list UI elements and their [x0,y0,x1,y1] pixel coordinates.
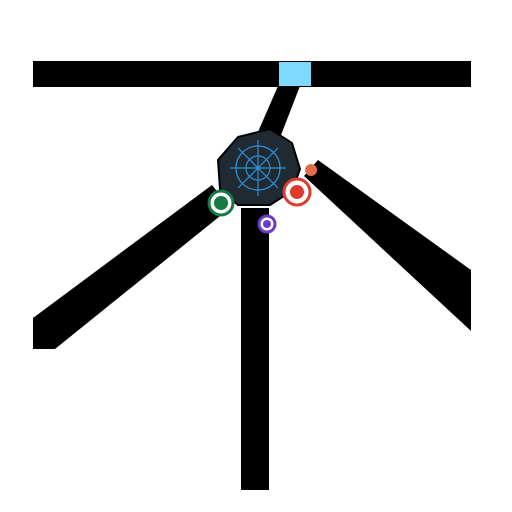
purple-node[interactable] [257,214,277,234]
leaf-icon [214,196,228,210]
dot-icon [263,220,271,228]
left-diagonal-road [33,185,230,349]
center-trunk-road [241,208,269,490]
beaker-icon [290,185,304,199]
roads [33,61,471,490]
top-road [33,61,471,87]
radar-hub-icon [230,140,286,196]
top-road-highlight [279,62,311,86]
green-node[interactable] [207,189,235,217]
right-diagonal-road [304,160,471,331]
orange-marker [305,164,317,176]
red-node[interactable] [282,177,312,207]
hub-node[interactable] [216,127,302,206]
